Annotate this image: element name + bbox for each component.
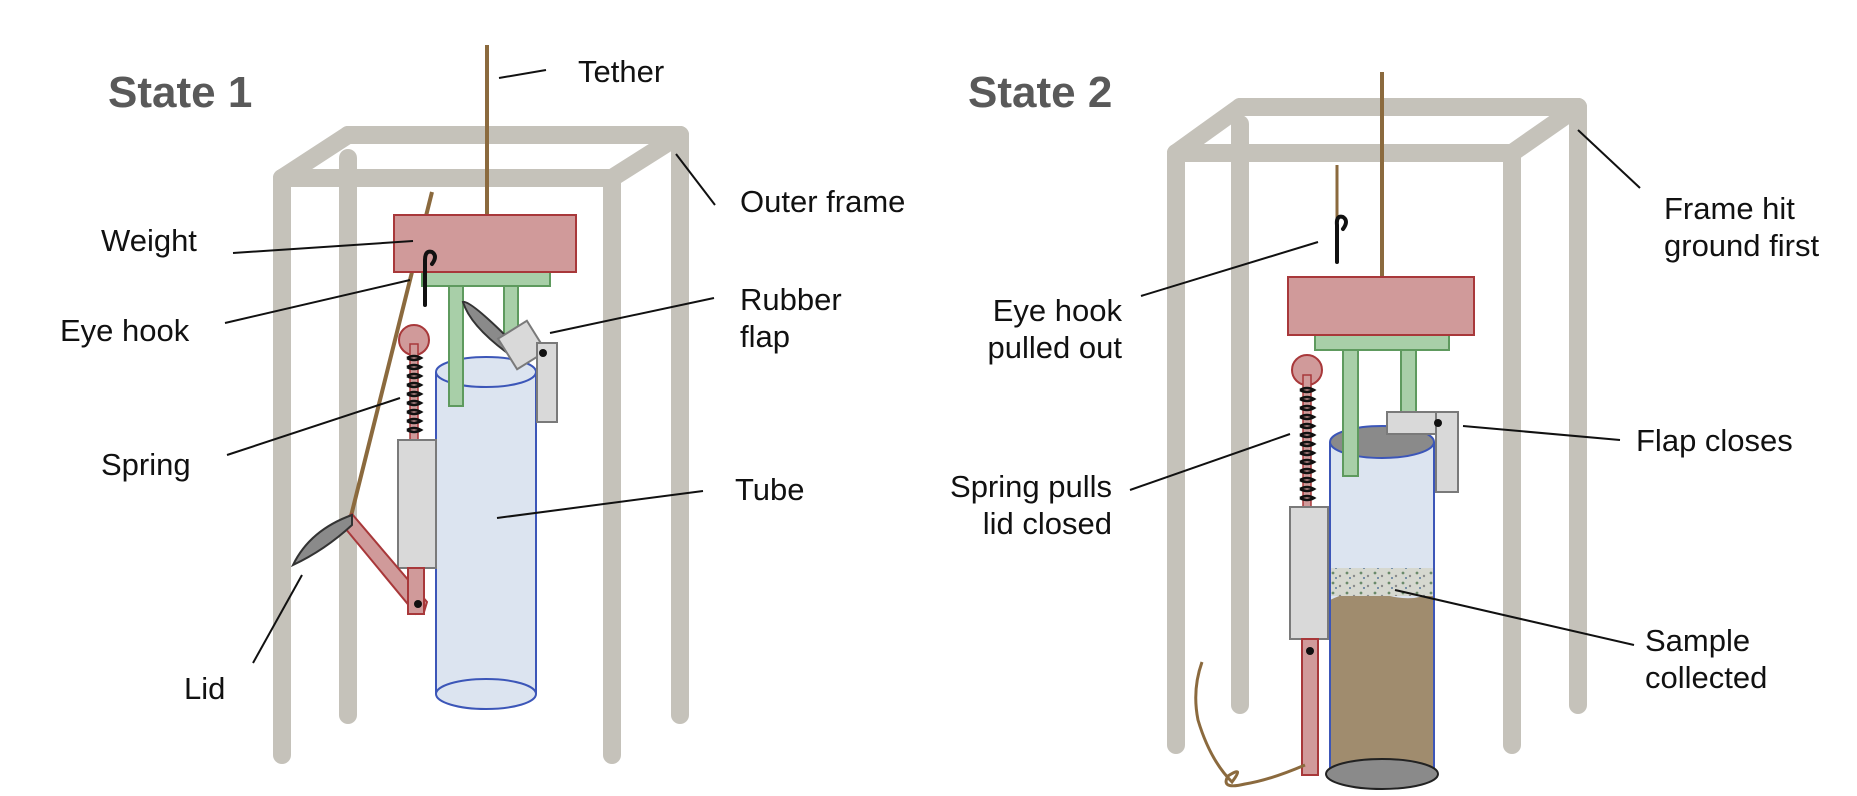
state2-lid-arm bbox=[1301, 638, 1319, 776]
label-spring: Spring bbox=[101, 447, 191, 482]
state1-spring bbox=[398, 324, 430, 441]
label-frame-hit-line2: ground first bbox=[1664, 227, 1820, 263]
label-weight: Weight bbox=[101, 223, 197, 258]
label-sample-collected-line2: collected bbox=[1645, 659, 1768, 695]
state2-tube bbox=[1325, 425, 1439, 790]
state2-loose-cord bbox=[1194, 661, 1306, 788]
state1-hinge-bracket bbox=[397, 439, 437, 569]
state2-leader-lines bbox=[1129, 129, 1641, 646]
label-eye-hook: Eye hook bbox=[60, 313, 190, 348]
state1-rubber-flap bbox=[461, 300, 558, 423]
state1-weight bbox=[393, 214, 577, 273]
label-lid: Lid bbox=[184, 671, 226, 706]
label-frame-hit: Frame hit ground first bbox=[1664, 191, 1819, 264]
label-rubber-flap-line2: flap bbox=[740, 318, 790, 354]
label-spring-pulls-line1: Spring pulls bbox=[950, 469, 1112, 504]
state2-apparatus bbox=[1167, 72, 1587, 790]
label-tube: Tube bbox=[735, 472, 805, 507]
label-eye-hook-pulled-line2: pulled out bbox=[987, 329, 1122, 365]
label-rubber-flap-line1: Rubber bbox=[740, 282, 842, 317]
state2-title: State 2 bbox=[968, 68, 1113, 117]
label-rubber-flap: Rubber flap bbox=[740, 282, 842, 355]
state2-flap bbox=[1386, 411, 1459, 493]
state1-tube bbox=[435, 356, 537, 710]
label-outer-frame: Outer frame bbox=[740, 184, 906, 219]
label-flap-closes: Flap closes bbox=[1636, 423, 1793, 458]
state2-hinge-bracket bbox=[1289, 506, 1329, 640]
state1-apparatus bbox=[273, 45, 689, 764]
state1-eye-hook bbox=[423, 249, 437, 307]
state1-outer-frame bbox=[273, 126, 689, 764]
label-eye-hook-pulled-line1: Eye hook bbox=[992, 293, 1122, 328]
state1-title: State 1 bbox=[108, 68, 253, 117]
state2-outer-frame bbox=[1167, 98, 1587, 754]
state1-leader-lines bbox=[224, 69, 716, 664]
label-spring-pulls: Spring pulls lid closed bbox=[918, 469, 1112, 542]
state2-weight bbox=[1287, 276, 1475, 336]
label-frame-hit-line1: Frame hit bbox=[1664, 191, 1795, 226]
label-sample-collected: Sample collected bbox=[1645, 623, 1767, 696]
state2-eye-hook bbox=[1334, 214, 1348, 264]
label-spring-pulls-line2: lid closed bbox=[982, 505, 1112, 541]
label-sample-collected-line1: Sample bbox=[1645, 623, 1751, 658]
label-tether: Tether bbox=[578, 54, 665, 89]
state2-spring bbox=[1291, 354, 1323, 508]
state1-lid bbox=[290, 513, 353, 568]
label-eye-hook-pulled: Eye hook pulled out bbox=[962, 293, 1122, 366]
